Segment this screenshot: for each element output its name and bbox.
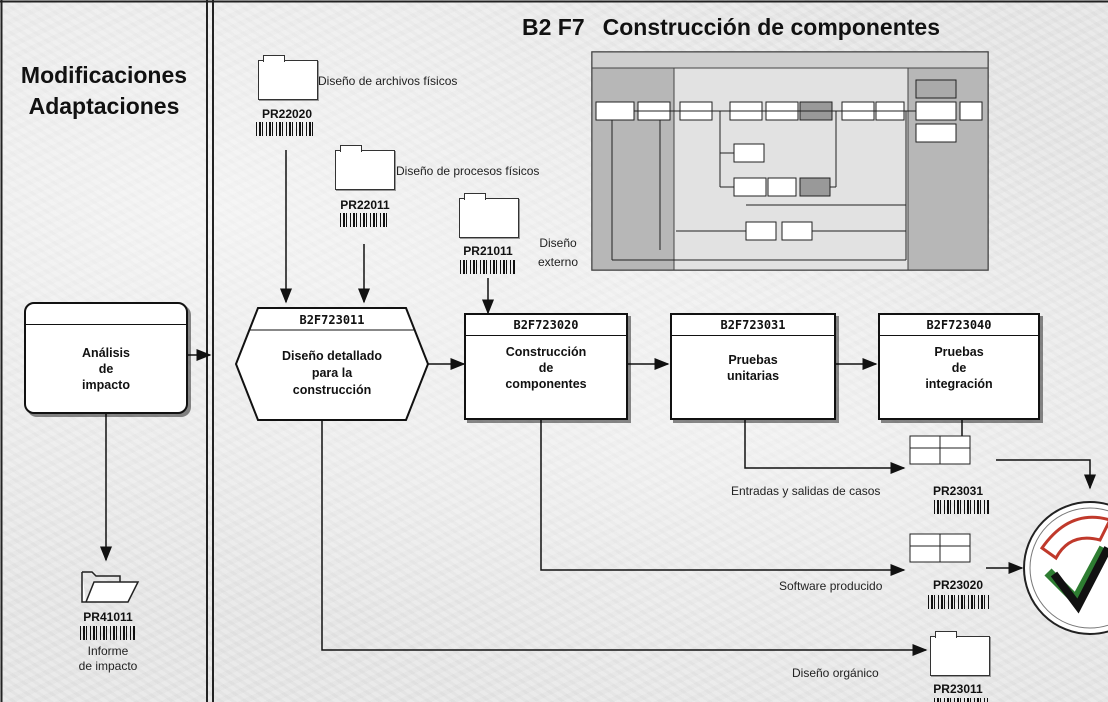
barcode-icon bbox=[934, 500, 990, 514]
process-label: Pruebas unitarias bbox=[672, 336, 834, 384]
section-title-left: Modificaciones Adaptaciones bbox=[6, 60, 202, 122]
doc-icon-pr21011 bbox=[459, 193, 519, 238]
title-line-modificaciones: Modificaciones bbox=[20, 62, 188, 88]
process-label-line: de bbox=[951, 361, 967, 375]
output-doc-pr41011[interactable]: PR41011 Informe de impacto bbox=[66, 610, 150, 674]
process-label-line: impacto bbox=[82, 378, 130, 392]
output-code-pr23020[interactable]: PR23020 bbox=[932, 578, 984, 592]
process-label-line: construcción bbox=[292, 383, 372, 397]
process-b2f723040[interactable]: B2F723040 Pruebas de integración bbox=[878, 313, 1040, 420]
doc-label: Informe de impacto bbox=[66, 644, 150, 674]
title-code: B2 F7 bbox=[522, 14, 585, 40]
process-label: Pruebas de integración bbox=[880, 336, 1038, 392]
doc-code-pr22020[interactable]: PR22020 bbox=[261, 107, 313, 121]
process-b2f723020[interactable]: B2F723020 Construcción de componentes bbox=[464, 313, 628, 420]
doc-label-pr22011: Diseño de procesos físicos bbox=[396, 164, 540, 178]
arrow-to-checkmark bbox=[996, 459, 1096, 490]
arrow-to-pr23031 bbox=[744, 420, 906, 474]
doc-label-pr22020: Diseño de archivos físicos bbox=[318, 74, 458, 88]
page-title: B2 F7 Construcción de componentes bbox=[522, 14, 940, 41]
doc-label-line: externo bbox=[538, 255, 579, 269]
output-label-pr23031: Entradas y salidas de casos bbox=[731, 484, 881, 498]
title-line-adaptaciones: Adaptaciones bbox=[28, 93, 180, 119]
process-b2f723011[interactable]: Diseño detallado para la construcción bbox=[250, 348, 414, 399]
process-label-line: Pruebas bbox=[934, 345, 984, 359]
process-label-line: Análisis bbox=[82, 346, 130, 360]
barcode-icon bbox=[256, 122, 316, 136]
checkmark-icon bbox=[1023, 501, 1108, 635]
doc-label-line: Diseño bbox=[539, 236, 577, 250]
process-analisis-impacto[interactable]: Análisis de impacto bbox=[24, 302, 188, 414]
process-label-line: para la bbox=[311, 366, 353, 380]
hexagon-process-shape bbox=[234, 307, 430, 421]
overview-thumbnail bbox=[591, 51, 989, 271]
barcode-icon bbox=[934, 698, 988, 702]
process-label-line: integración bbox=[925, 377, 993, 391]
process-code: B2F723040 bbox=[880, 315, 1038, 336]
stack-icon-pr23031 bbox=[909, 435, 971, 465]
barcode-icon bbox=[340, 213, 390, 227]
process-label-line: componentes bbox=[505, 377, 587, 391]
process-label-line: Pruebas bbox=[728, 353, 778, 367]
doc-label-pr21011: Diseño externo bbox=[538, 234, 578, 272]
output-code-pr23031[interactable]: PR23031 bbox=[932, 484, 984, 498]
doc-code-pr21011[interactable]: PR21011 bbox=[463, 244, 513, 258]
arrow-to-pr23011 bbox=[321, 420, 928, 656]
output-code-pr23011[interactable]: PR23011 bbox=[933, 682, 983, 696]
stack-icon-pr23020 bbox=[909, 533, 971, 563]
barcode-icon bbox=[80, 626, 136, 640]
doc-label-line: de impacto bbox=[78, 659, 138, 673]
process-label-line: Construcción bbox=[505, 345, 587, 359]
output-label-pr23020: Software producido bbox=[779, 579, 883, 593]
process-label-line: Diseño detallado bbox=[281, 349, 383, 363]
process-code: B2F723020 bbox=[466, 315, 626, 336]
doc-icon-pr22020 bbox=[258, 55, 318, 100]
open-folder-icon bbox=[81, 571, 140, 603]
process-code-b2f723011: B2F723011 bbox=[299, 313, 365, 327]
process-b2f723031[interactable]: B2F723031 Pruebas unitarias bbox=[670, 313, 836, 420]
output-label-pr23011: Diseño orgánico bbox=[792, 666, 879, 680]
process-label: Análisis de impacto bbox=[26, 325, 186, 393]
arrow-to-pr23020 bbox=[540, 418, 906, 576]
doc-code-pr22011[interactable]: PR22011 bbox=[340, 198, 390, 212]
doc-icon-pr22011 bbox=[335, 145, 395, 190]
process-label-line: de bbox=[98, 362, 114, 376]
barcode-icon bbox=[460, 260, 516, 274]
barcode-icon bbox=[928, 595, 990, 609]
doc-label-line: Informe bbox=[87, 644, 129, 658]
doc-icon-pr23011 bbox=[930, 631, 990, 676]
process-label-line: de bbox=[538, 361, 554, 375]
doc-code: PR41011 bbox=[83, 610, 133, 624]
process-code: B2F723031 bbox=[672, 315, 834, 336]
process-label-line: unitarias bbox=[726, 369, 780, 383]
process-header bbox=[26, 304, 186, 325]
title-text: Construcción de componentes bbox=[602, 14, 941, 40]
process-label: Construcción de componentes bbox=[466, 336, 626, 392]
